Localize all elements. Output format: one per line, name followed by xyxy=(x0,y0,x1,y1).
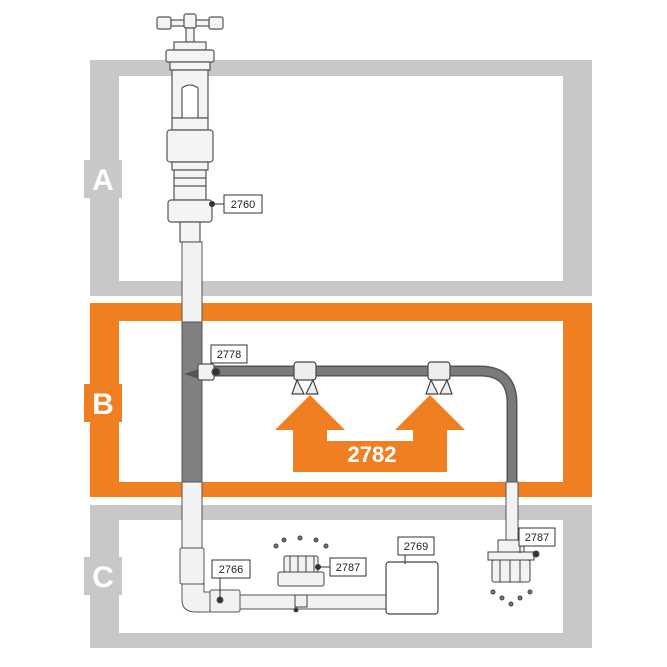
zone-c-frame xyxy=(90,505,592,648)
lower-pipe xyxy=(179,547,387,613)
zone-a: A xyxy=(84,60,592,296)
zone-c: C xyxy=(84,505,592,648)
zone-c-letter: C xyxy=(92,561,114,594)
zone-b: B xyxy=(84,303,592,497)
zone-b-tab xyxy=(84,384,122,422)
label-2760: 2760 xyxy=(231,199,255,211)
callout-2778: 2778 xyxy=(210,344,248,364)
label-2787-a: 2787 xyxy=(336,562,360,574)
zone-b-letter: B xyxy=(92,388,114,421)
zone-a-tab xyxy=(84,160,122,198)
arrow-icon: 2782 xyxy=(275,395,465,472)
label-2769: 2769 xyxy=(404,541,428,553)
zone-c-tab xyxy=(84,557,122,595)
zone-a-frame xyxy=(90,60,592,296)
label-2782: 2782 xyxy=(348,442,397,467)
callout-2787b: 2787 xyxy=(518,527,556,553)
callout-2760: 2760 xyxy=(209,194,263,214)
callout-2787a: 2787 xyxy=(315,557,367,577)
main-supply-pipe xyxy=(181,241,203,553)
faucet-icon xyxy=(156,13,224,243)
sprinkler-icon xyxy=(273,535,329,613)
zone-a-letter: A xyxy=(92,164,114,197)
callout-2766: 2766 xyxy=(211,559,251,598)
branch-pipe xyxy=(205,365,519,543)
clamp-icon xyxy=(291,361,453,395)
label-2787-b: 2787 xyxy=(525,532,549,544)
callout-2769: 2769 xyxy=(397,536,435,564)
drip-sprinkler-icon xyxy=(487,539,540,607)
label-2766: 2766 xyxy=(219,564,243,576)
label-2778: 2778 xyxy=(217,349,241,361)
tee-connector xyxy=(184,363,221,381)
pump-box-icon xyxy=(385,561,439,615)
